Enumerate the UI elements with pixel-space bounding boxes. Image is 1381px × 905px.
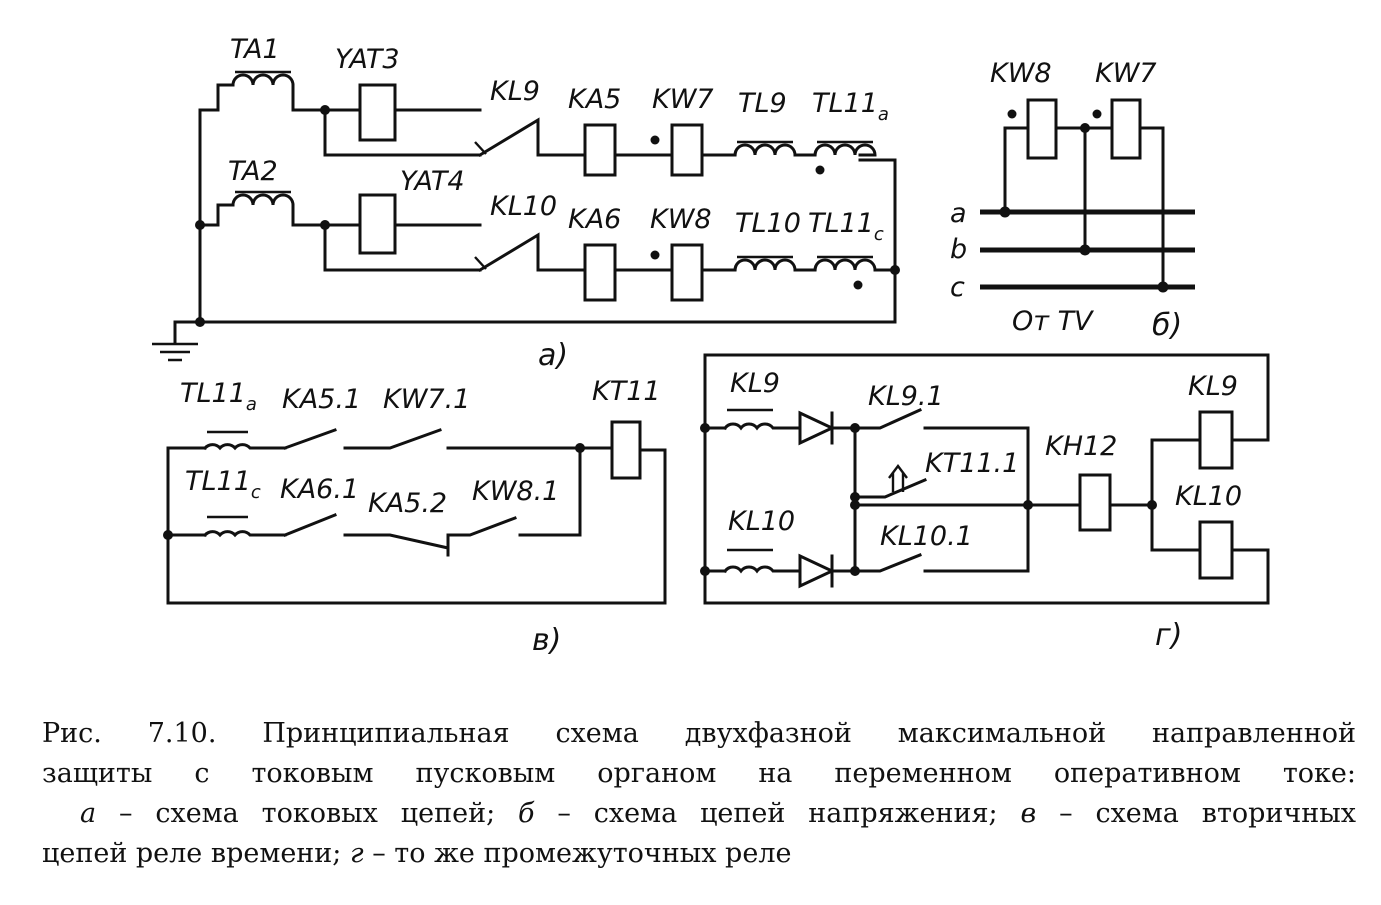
- label-g-kl10-coil: KL10: [1175, 481, 1242, 512]
- label-yat3: YAT3: [335, 44, 400, 75]
- scheme-a-current-circuits: TA1 YAT3 TA2 YAT4 KL9 KA5 KW7 TL9 TL11a …: [152, 34, 900, 373]
- caption-line-4: цепей реле времени; г – то же промежуточ…: [42, 838, 792, 869]
- label-b-kw8: KW8: [990, 58, 1052, 89]
- kw7-coil: [670, 123, 704, 177]
- scheme-g-intermediate-relays: KL9 KL9.1 KT11.1 KH12 KL9 KL10 KL10.1 KL…: [700, 353, 1270, 653]
- part-g-label: г): [1155, 618, 1182, 653]
- label-tl11a: TL11a: [812, 88, 889, 125]
- label-kw8: KW8: [650, 204, 712, 235]
- scheme-v-time-relay: TL11a KA5.1 KW7.1 KT11 TL11c KA6.1 KA5.2…: [163, 376, 667, 658]
- kl10-coil: [1198, 520, 1234, 580]
- label-g-kl9: KL9: [730, 368, 780, 399]
- phase-c-label: c: [950, 272, 965, 303]
- part-a-label: а): [538, 338, 568, 373]
- label-yat4: YAT4: [400, 166, 465, 197]
- label-kl9: KL9: [490, 76, 540, 107]
- kw7-voltage-coil: [1110, 98, 1142, 160]
- label-kl101: KL10.1: [880, 521, 973, 552]
- circuit-diagram: TA1 YAT3 TA2 YAT4 KL9 KA5 KW7 TL9 TL11a …: [152, 34, 1270, 658]
- label-kl91: KL9.1: [868, 381, 944, 412]
- label-kw81: KW8.1: [472, 476, 559, 507]
- label-kw7: KW7: [652, 84, 714, 115]
- from-tv-label: От TV: [1012, 306, 1095, 337]
- kw8-coil: [670, 243, 704, 302]
- kt11-coil: [610, 420, 642, 480]
- phase-a-label: a: [950, 198, 967, 229]
- label-ta2: TA2: [228, 156, 278, 187]
- label-ta1: TA1: [230, 34, 280, 65]
- scheme-b-voltage-circuits: KW8 KW7 a b c От TV б): [950, 58, 1195, 343]
- label-ka5: KA5: [568, 84, 621, 115]
- part-b-label: б): [1152, 308, 1182, 343]
- part-v-label: в): [532, 623, 561, 658]
- yat3-coil: [358, 83, 397, 142]
- diode-upper: [798, 410, 836, 446]
- label-kw71: KW7.1: [383, 384, 470, 415]
- label-ka51: KA5.1: [282, 384, 361, 415]
- label-kl10: KL10: [490, 191, 557, 222]
- label-kt11: KT11: [592, 376, 661, 407]
- label-v-tl11a: TL11a: [180, 378, 257, 415]
- figure-caption: Рис. 7.10. Принципиальная схема двухфазн…: [42, 714, 1356, 874]
- label-ka52: KA5.2: [368, 488, 447, 519]
- label-tl11c: TL11c: [808, 208, 884, 245]
- label-tl9: TL9: [738, 88, 787, 119]
- yat4-coil: [358, 193, 397, 255]
- label-ka61: KA6.1: [280, 474, 359, 505]
- caption-line-1: Рис. 7.10. Принципиальная схема двухфазн…: [42, 718, 1356, 749]
- label-v-tl11c: TL11c: [185, 466, 261, 503]
- ka6-coil: [583, 243, 617, 302]
- label-ka6: KA6: [568, 204, 621, 235]
- phase-b-label: b: [950, 234, 967, 265]
- label-g-kl9-coil: KL9: [1188, 371, 1238, 402]
- caption-line-2: защиты с токовым пусковым органом на пер…: [42, 758, 1356, 789]
- label-g-kl10: KL10: [728, 506, 795, 537]
- label-tl10: TL10: [735, 208, 801, 239]
- caption-line-3: а – схема токовых цепей; б – схема цепей…: [80, 798, 1356, 829]
- diode-lower: [798, 553, 836, 589]
- kw8-voltage-coil: [1026, 98, 1058, 160]
- ka5-coil: [583, 123, 617, 177]
- kl9-coil: [1198, 410, 1234, 470]
- label-kt111: KT11.1: [925, 448, 1019, 479]
- kh12-coil: [1078, 473, 1112, 532]
- label-b-kw7: KW7: [1095, 58, 1157, 89]
- label-kh12: KH12: [1045, 431, 1117, 462]
